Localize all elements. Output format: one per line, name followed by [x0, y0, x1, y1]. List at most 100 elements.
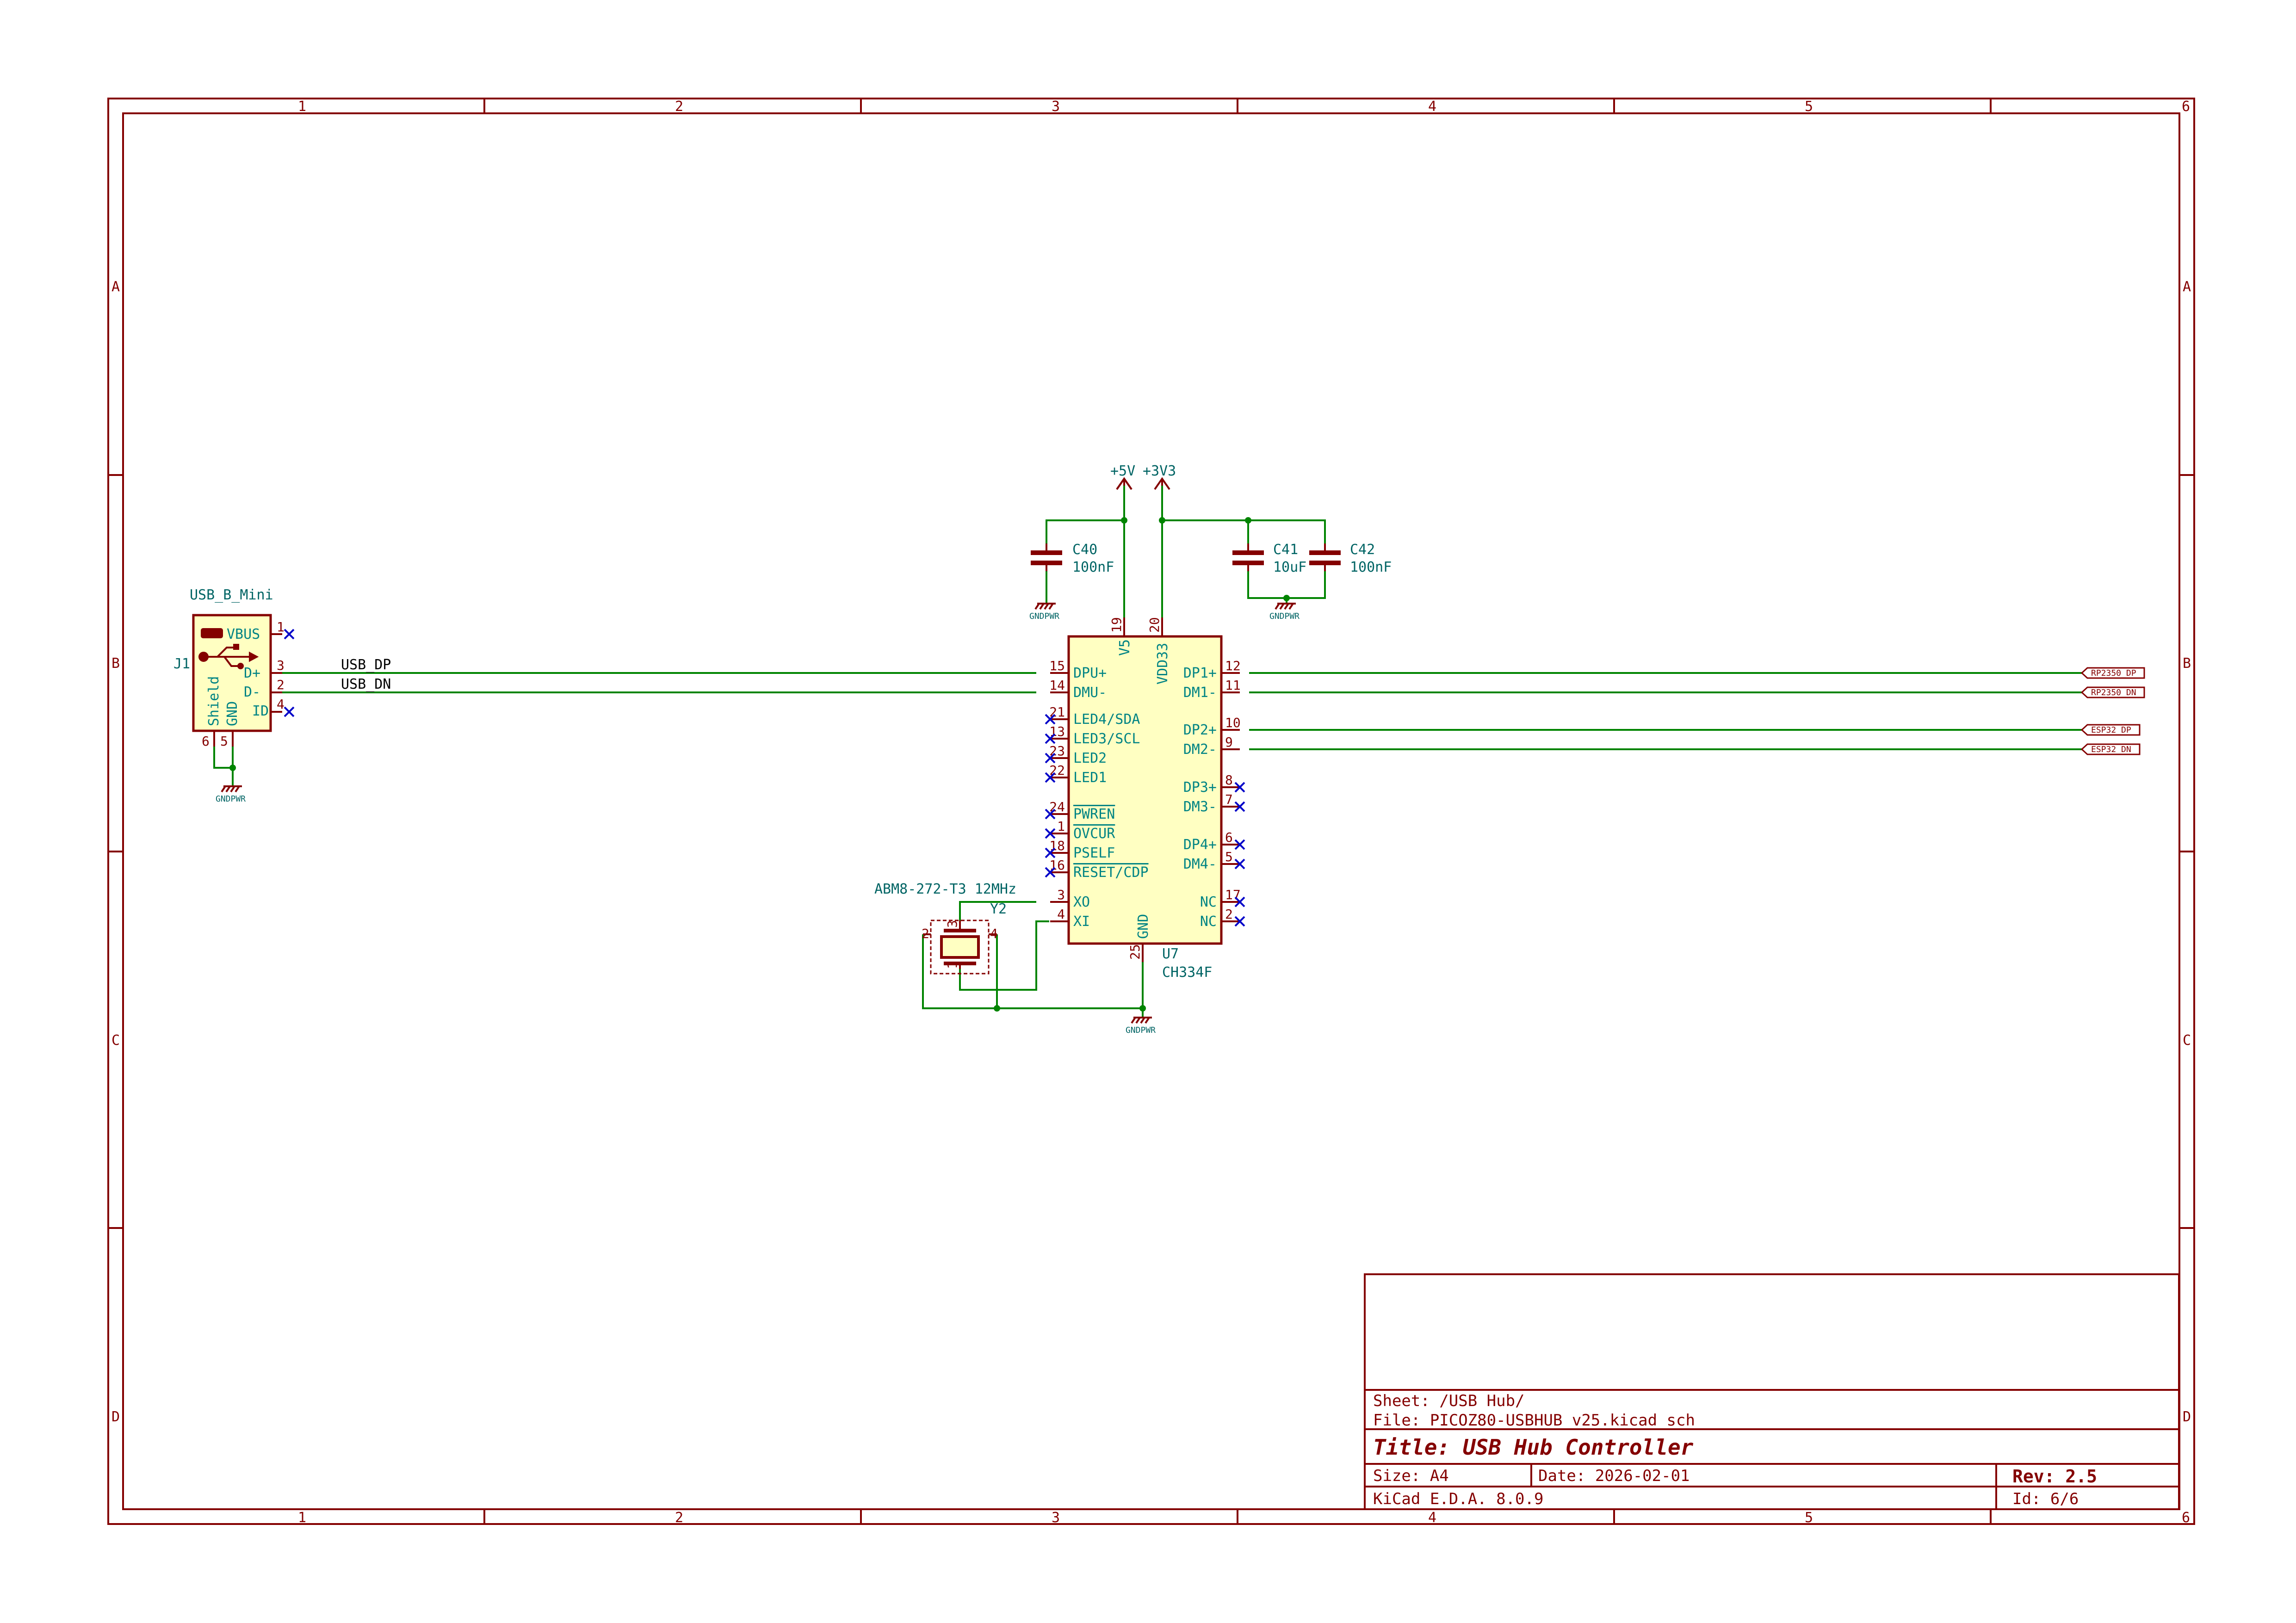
col-label-top: 2	[675, 99, 683, 115]
col-label-bottom: 2	[675, 1510, 683, 1526]
u7-pin-name: NC	[1200, 894, 1217, 910]
title-block-rev: Rev: 2.5	[2012, 1466, 2097, 1487]
title-block: Sheet: /USB Hub/ File: PICOZ80-USBHUB_v2…	[1364, 1273, 2180, 1510]
u7-pin-number: 5	[1225, 849, 1233, 864]
no-connect-marker	[1045, 772, 1056, 783]
u7-pin-name: DM4-	[1183, 856, 1217, 872]
u7-pin-number: 15	[1049, 658, 1065, 673]
svg-text:ESP32_DP: ESP32_DP	[2091, 725, 2131, 735]
u7-pinnum: 20	[1147, 617, 1162, 633]
no-connect-marker	[1045, 753, 1056, 764]
j1-pinnum: 1	[277, 619, 285, 635]
power-symbol-3v3: +3V3	[1143, 463, 1176, 490]
u7-pin-name: LED1	[1073, 770, 1107, 786]
ground-symbol: GNDPWR	[1269, 603, 1300, 621]
no-connect-marker	[1234, 839, 1245, 850]
no-connect-marker	[1234, 896, 1245, 907]
u7-pin-name: LED2	[1073, 750, 1107, 766]
j1-ref: J1	[173, 656, 190, 672]
wire-xo	[959, 901, 1036, 920]
sheet-frame	[107, 98, 2195, 1525]
usb-icon	[198, 628, 259, 669]
u7-pin-name: DM3-	[1183, 799, 1217, 815]
title-block-sheet: Sheet: /USB Hub/	[1373, 1392, 1525, 1410]
capacitor-c42: C42 100nF	[1309, 542, 1392, 575]
svg-text:ESP32_DN: ESP32_DN	[2091, 745, 2131, 754]
capacitor-c41: C41 10uF	[1232, 542, 1306, 575]
col-label-bottom: 4	[1428, 1510, 1436, 1526]
j1-pin-gnd: GND	[224, 701, 241, 726]
row-label-right: C	[2183, 1032, 2191, 1049]
junctions	[229, 517, 1290, 1012]
svg-text:GNDPWR: GNDPWR	[216, 794, 246, 804]
svg-text:10uF: 10uF	[1273, 559, 1306, 575]
u7-pin-name: DP2+	[1183, 722, 1217, 738]
svg-text:C41: C41	[1273, 542, 1298, 558]
j1-pin-dp: D+	[244, 665, 260, 681]
net-label-usb-dp: USB_DP	[341, 657, 391, 673]
u7-pin-number: 7	[1225, 792, 1233, 807]
u7-pin-number: 1	[1057, 819, 1065, 834]
frame-column-labels: 1 2 3 4 5 6 1 2 3 4 5 6	[298, 99, 2190, 1526]
svg-text:100nF: 100nF	[1072, 559, 1114, 575]
svg-text:RP2350_DN: RP2350_DN	[2091, 688, 2136, 697]
u7-pin-name: PWREN	[1073, 806, 1115, 822]
y2-pinnum: 2	[922, 926, 929, 941]
j1-pinnum: 4	[277, 697, 285, 712]
u7-pin-number: 6	[1225, 830, 1233, 845]
u7-pin-gnd: GND	[1135, 914, 1151, 939]
title-block-tool: KiCad E.D.A. 8.0.9	[1373, 1490, 1543, 1508]
row-label-right: D	[2183, 1409, 2191, 1425]
u7-pin-name: NC	[1200, 913, 1217, 930]
j1-pinnum: 5	[220, 734, 228, 749]
u7-pin-number: 14	[1049, 678, 1065, 693]
u7-value: CH334F	[1162, 964, 1212, 981]
connector-j1: USB_B_Mini J1 VBUS D+ D- ID Shield GND 1…	[173, 587, 295, 749]
y2-value: ABM8-272-T3 12MHz	[874, 881, 1016, 897]
ground-symbol: GNDPWR	[1126, 1017, 1156, 1035]
row-label-left: B	[111, 655, 120, 672]
j1-pin-shield: Shield	[206, 676, 222, 726]
no-connect-marker	[1234, 782, 1245, 793]
j1-pin-dm: D-	[244, 684, 260, 700]
u7-pin-number: 12	[1225, 658, 1241, 673]
u7-pin-number: 3	[1057, 887, 1065, 902]
u7-pin-number: 10	[1225, 715, 1241, 730]
title-block-id: Id: 6/6	[2012, 1490, 2079, 1508]
u7-pin-name: DP1+	[1183, 665, 1217, 681]
col-label-bottom: 1	[298, 1510, 306, 1526]
col-label-top: 3	[1052, 99, 1060, 115]
u7-pin-name: OVCUR	[1073, 826, 1115, 842]
hier-label-rp2350-dp: RP2350_DP	[2080, 667, 2145, 679]
no-connect-marker	[1234, 858, 1245, 870]
hier-label-rp2350-dn: RP2350_DN	[2080, 686, 2145, 698]
svg-text:RP2350_DP: RP2350_DP	[2091, 668, 2136, 678]
hier-label-esp32-dn: ESP32_DN	[2080, 743, 2141, 755]
wire-3v3	[1161, 486, 1326, 617]
no-connect-marker	[1045, 808, 1056, 820]
u7-pin-number: 11	[1225, 678, 1241, 693]
net-label-usb-dn: USB_DN	[341, 676, 391, 692]
no-connect-marker	[284, 629, 295, 717]
col-label-top: 1	[298, 99, 306, 115]
col-label-bottom: 6	[2182, 1510, 2190, 1526]
col-label-top: 4	[1428, 99, 1436, 115]
u7-pin-name: XO	[1073, 894, 1090, 910]
frame-row-labels: A B C D A B C D	[111, 279, 2191, 1425]
hier-label-esp32-dp: ESP32_DP	[2080, 724, 2141, 736]
j1-pinnum: 3	[277, 658, 285, 673]
y2-ref: Y2	[990, 901, 1007, 917]
no-connect-marker	[1045, 733, 1056, 744]
svg-text:100nF: 100nF	[1350, 559, 1392, 575]
u7-pin-name: DP4+	[1183, 837, 1217, 853]
no-connect-marker	[1045, 828, 1056, 839]
power-symbol-5v: +5V	[1110, 463, 1135, 490]
capacitor-c40: C40 100nF	[1031, 542, 1114, 575]
no-connect-marker	[1045, 847, 1056, 858]
title-block-file: File: PICOZ80-USBHUB_v25.kicad_sch	[1373, 1411, 1695, 1430]
j1-pin-id: ID	[252, 703, 269, 719]
u7-pin-name: DPU+	[1073, 665, 1107, 681]
wires	[213, 486, 2082, 1018]
u7-pin-name: PSELF	[1073, 845, 1115, 861]
u7-pin-number: 2	[1225, 907, 1233, 922]
